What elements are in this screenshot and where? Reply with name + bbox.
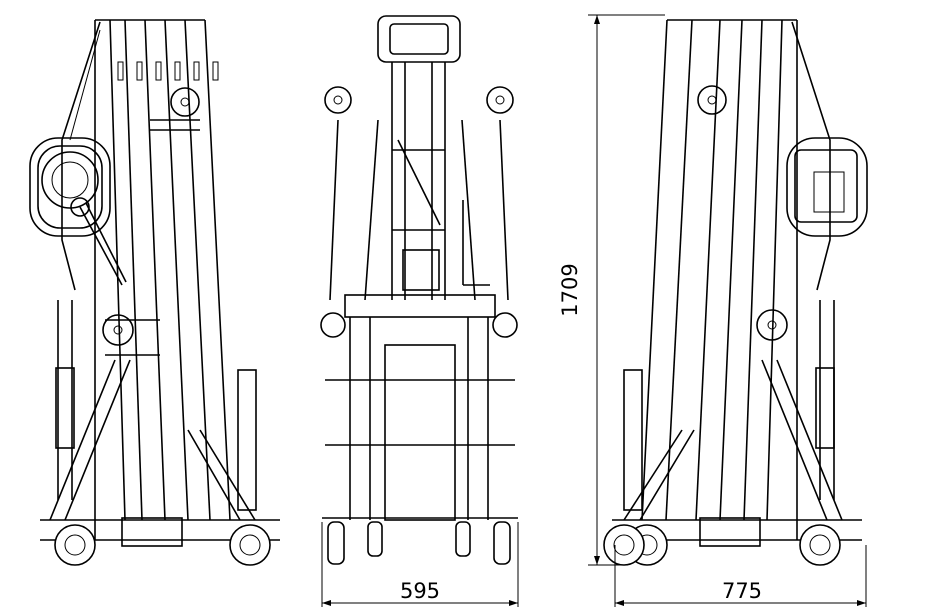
height-dimension: 1709 bbox=[558, 14, 665, 566]
side-width-dimension-label: 775 bbox=[722, 579, 762, 603]
side-width-dimension: 775 bbox=[614, 545, 867, 607]
front-width-dimension: 595 bbox=[321, 522, 519, 607]
side-view-left bbox=[29, 19, 280, 566]
front-view bbox=[320, 15, 518, 565]
height-dimension-label: 1709 bbox=[558, 263, 582, 316]
front-width-dimension-label: 595 bbox=[400, 579, 440, 603]
side-view-right bbox=[603, 19, 868, 566]
